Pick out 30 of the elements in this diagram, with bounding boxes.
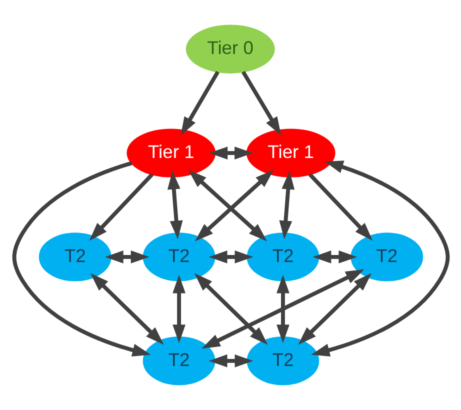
- node-ellipse: Tier 1: [126, 128, 216, 178]
- arrow: [166, 170, 182, 240]
- arrow: [12, 161, 150, 356]
- node-ellipse: T2: [142, 336, 215, 386]
- node-ellipse: Tier 0: [185, 24, 274, 74]
- arrow: [188, 170, 267, 242]
- arrow: [276, 274, 289, 344]
- arrow: [298, 273, 372, 345]
- node-ellipse: Tier 1: [246, 128, 335, 178]
- arrow: [194, 170, 274, 242]
- arrow: [172, 274, 185, 344]
- arrow: [201, 269, 364, 349]
- arrow: [88, 173, 154, 241]
- arrow: [208, 354, 253, 368]
- arrow: [208, 250, 253, 264]
- node-ellipse: T2: [350, 232, 423, 282]
- node-ellipse: T2: [246, 232, 319, 282]
- node-ellipse: T2: [38, 232, 111, 282]
- arrow: [90, 273, 164, 345]
- node-ellipse: T2: [246, 336, 319, 386]
- arrow: [278, 170, 294, 240]
- arrow: [312, 250, 357, 264]
- arrow: [208, 146, 253, 160]
- node-ellipse: T2: [142, 232, 215, 282]
- arrow: [104, 250, 149, 264]
- arrow: [180, 70, 219, 136]
- arrow: [194, 273, 268, 345]
- arrow: [308, 173, 372, 241]
- arrow: [240, 70, 281, 136]
- arrow: [310, 160, 450, 356]
